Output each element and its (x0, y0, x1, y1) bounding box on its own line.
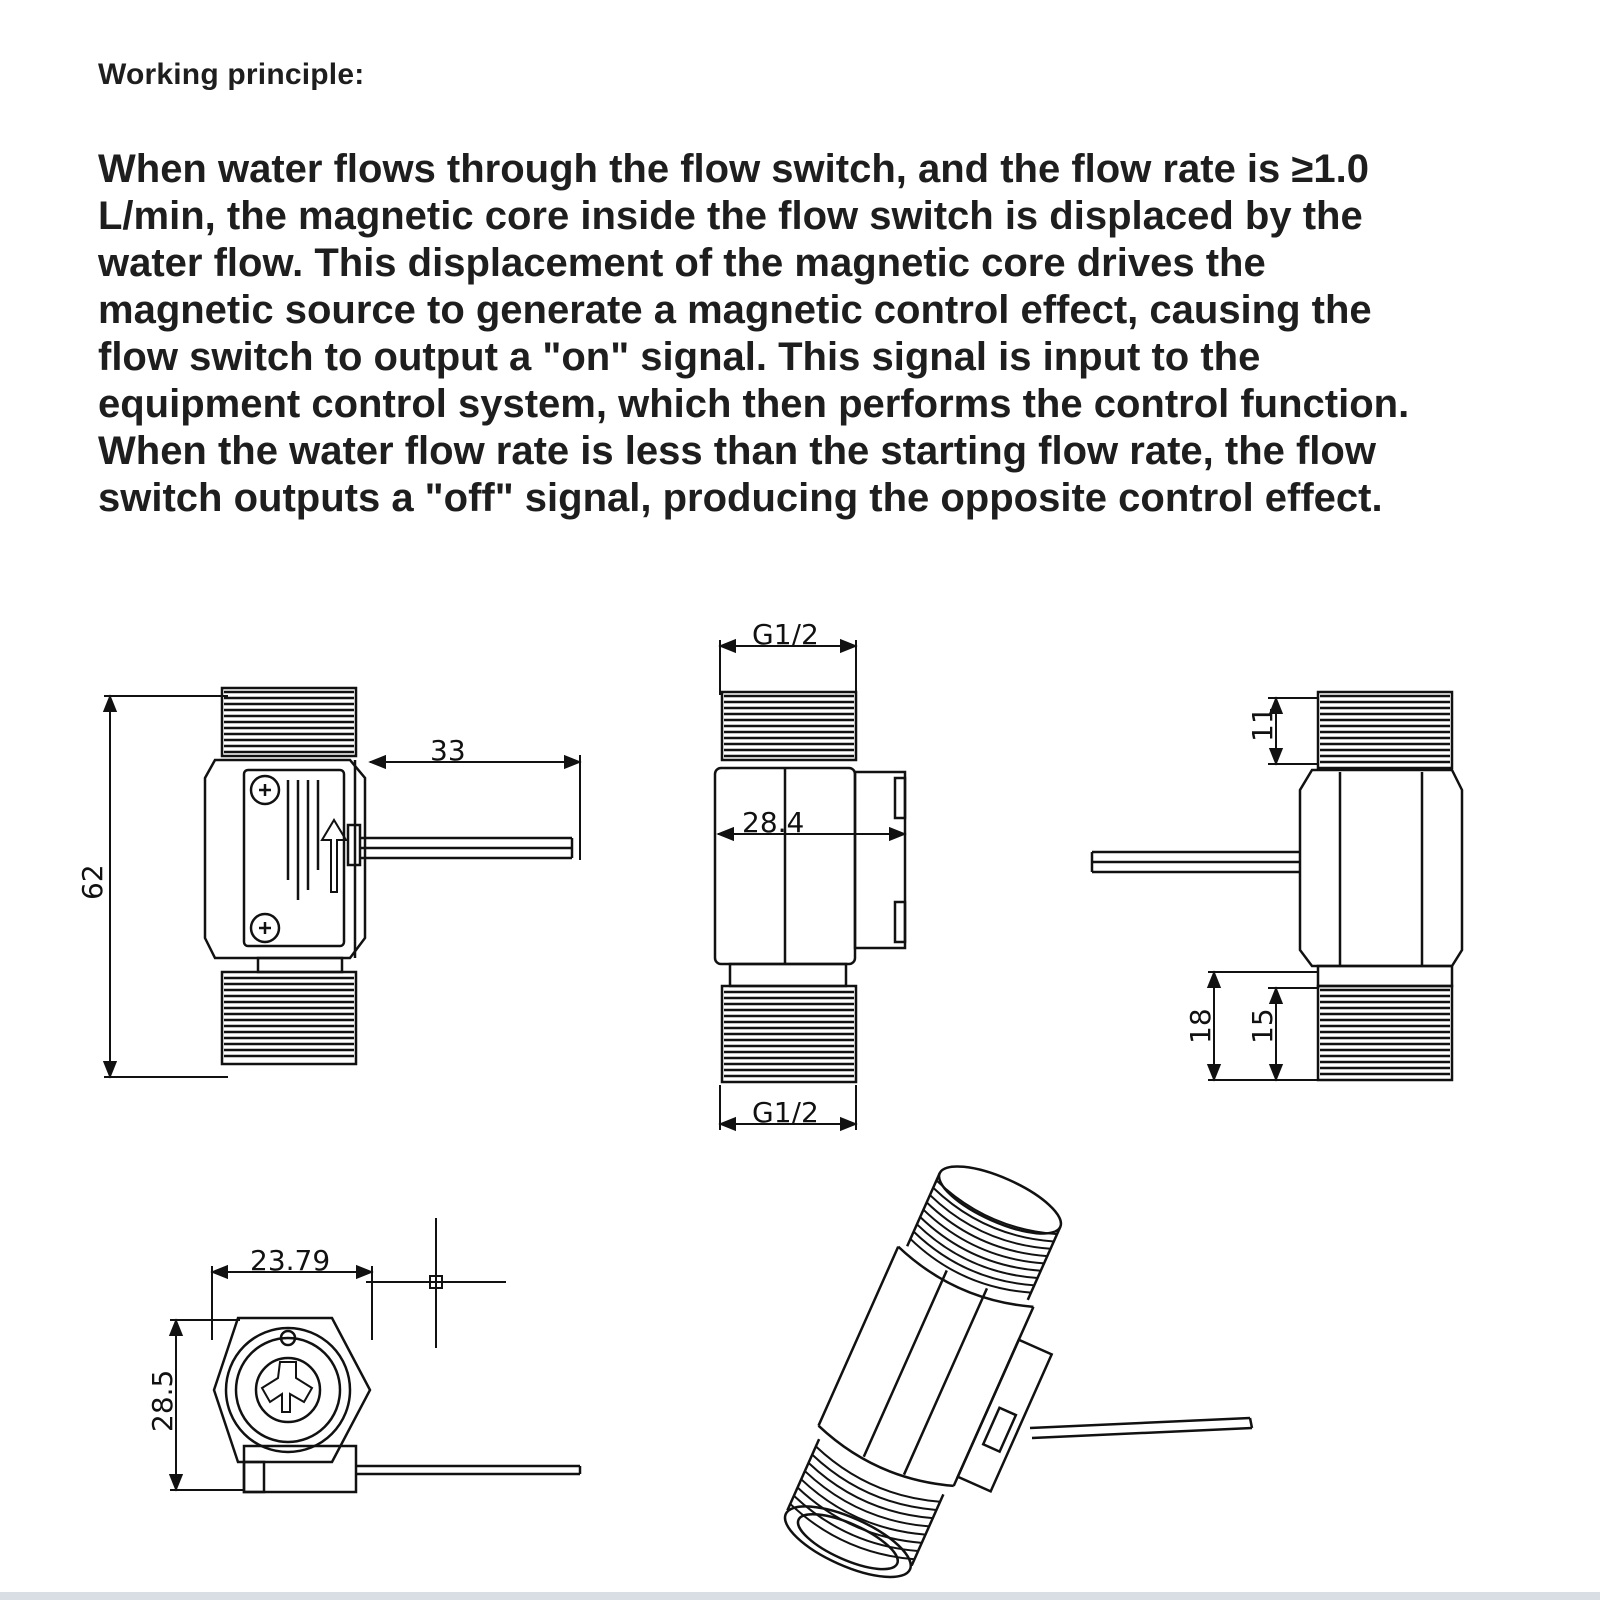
paragraph-line: L/min, the magnetic core inside the flow… (98, 194, 1363, 238)
front-view (102, 686, 582, 1079)
thread-ring (919, 1216, 1041, 1272)
thread-ring (815, 1445, 941, 1503)
thread-ring (922, 1208, 1045, 1265)
thread-ring (935, 1179, 1058, 1236)
isometric-view (783, 1165, 1254, 1579)
thread-ring (804, 1470, 930, 1528)
thread-ring (909, 1238, 1032, 1294)
thread-ring (789, 1503, 915, 1561)
dim-thread-len-15: 15 (1246, 1008, 1279, 1044)
paragraph-line: equipment control system, which then per… (98, 382, 1410, 426)
paragraph-line: magnetic source to generate a magnetic c… (98, 288, 1372, 332)
paragraph-line: flow switch to output a "on" signal. Thi… (98, 335, 1261, 379)
section-heading: Working principle: (98, 58, 365, 91)
dim-hex-width: 23.79 (250, 1244, 330, 1277)
end-view (168, 1218, 582, 1494)
thread-ring (925, 1201, 1048, 1258)
thread-ring (916, 1223, 1038, 1280)
thread-ring (932, 1187, 1054, 1243)
paragraph-line: When the water flow rate is less than th… (98, 429, 1376, 473)
thread-ring (929, 1194, 1051, 1250)
dim-height-total: 62 (76, 864, 109, 900)
dim-body-width: 28.4 (742, 806, 804, 839)
thread-ring (912, 1230, 1035, 1287)
dim-thread-len-top: 11 (1246, 706, 1279, 742)
label-print (286, 780, 320, 900)
dim-hex-height: 28.5 (146, 1370, 179, 1432)
dim-thread-top: G1/2 (752, 618, 819, 651)
dim-thread-bottom: G1/2 (752, 1096, 819, 1129)
thread-ring (807, 1462, 933, 1520)
side-view (713, 638, 907, 1132)
thread-ring (811, 1453, 937, 1511)
dim-thread-len-18: 18 (1184, 1008, 1217, 1044)
paragraph-line: switch outputs a "off" signal, producing… (98, 476, 1383, 520)
paragraph-line: When water flows through the flow switch… (98, 147, 1369, 191)
principle-paragraph: When water flows through the flow switch… (98, 146, 1538, 522)
right-view (1090, 690, 1464, 1082)
thread-ring (800, 1478, 926, 1536)
dim-wire-length: 33 (430, 734, 466, 767)
bottom-border (0, 1592, 1600, 1600)
paragraph-line: water flow. This displacement of the mag… (98, 241, 1266, 285)
